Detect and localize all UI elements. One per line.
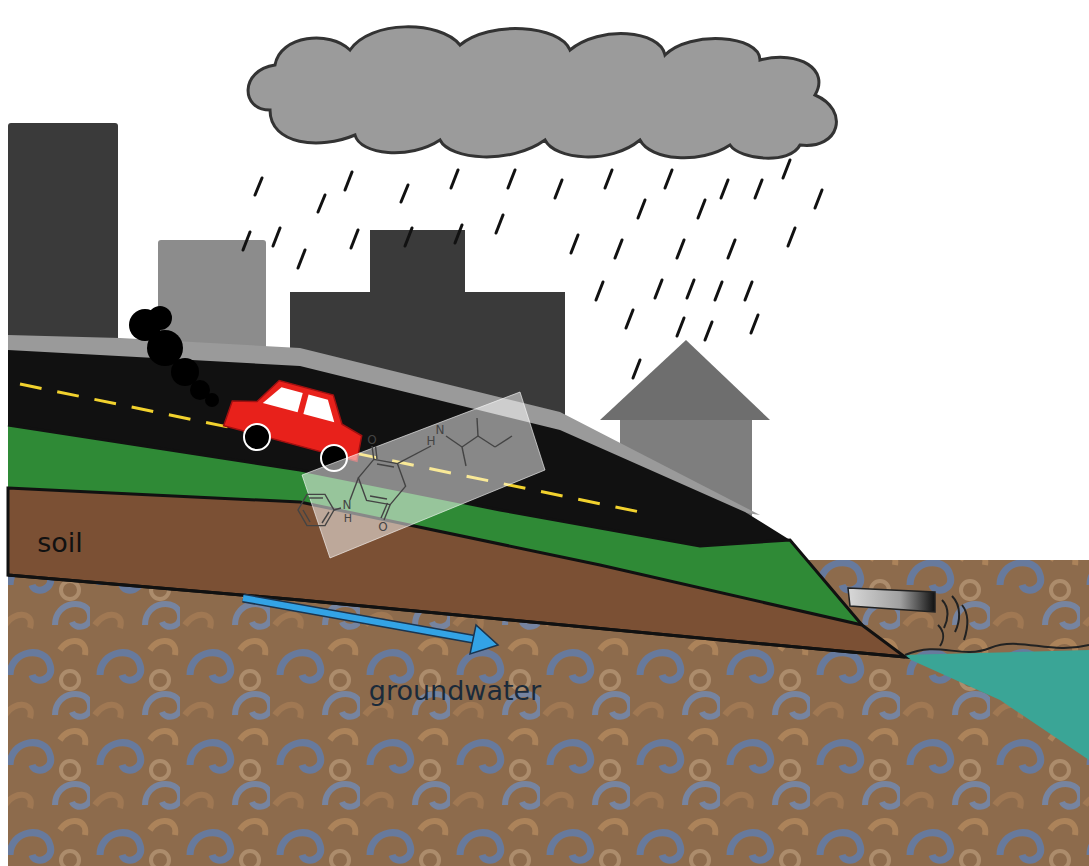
atom-label: O <box>367 434 376 446</box>
molecule-panel <box>302 392 545 558</box>
atom-label: O <box>378 521 387 533</box>
water-body <box>900 650 1089 760</box>
water-splash <box>938 596 968 646</box>
layer-label: soil <box>37 529 83 556</box>
water-surface <box>905 644 1089 655</box>
flow-arrow-head <box>470 625 498 654</box>
soil-boundary <box>8 575 905 657</box>
atom-label: N <box>343 499 352 511</box>
molecule-structure <box>298 418 512 526</box>
house-roof <box>600 340 770 420</box>
atom-label: H <box>344 513 352 524</box>
rain-cloud <box>248 27 836 158</box>
soil-layer <box>8 488 905 657</box>
car-wheel <box>244 424 270 450</box>
flow-arrow <box>243 598 478 640</box>
flow-arrow-outline <box>243 598 478 640</box>
atom-label: H <box>426 435 435 447</box>
atom-label: N <box>436 424 445 436</box>
outfall-pipe <box>848 588 935 612</box>
exhaust-smoke <box>129 306 219 407</box>
car <box>224 370 372 462</box>
rain-drops <box>243 160 822 378</box>
layer-label: groundwater <box>369 677 541 704</box>
